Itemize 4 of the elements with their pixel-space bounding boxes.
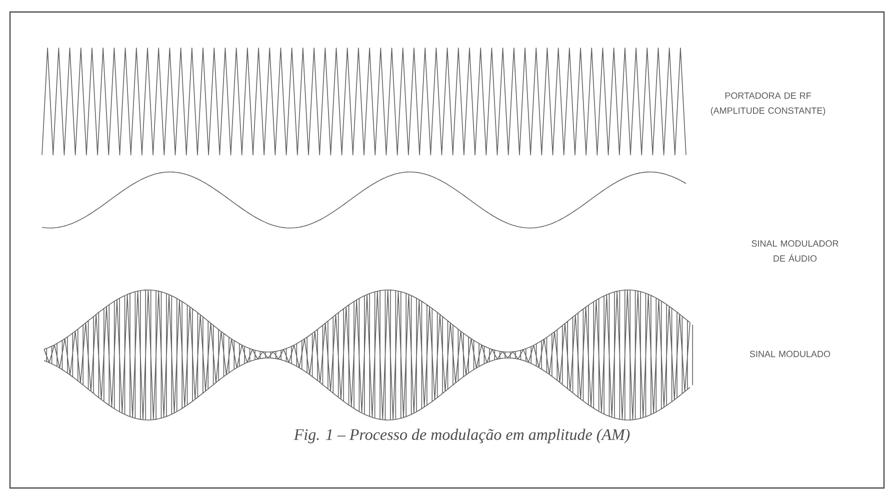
wave-label: SINAL MODULADOR DE ÁUDIO [752,240,838,262]
wave-label: PORTADORA DE RF (AMPLITUDE CONSTANTE) [710,92,826,116]
caption: Fig. 1 – Processo de modulação em amplitude (AM) [294,428,630,444]
wave-label: SINAL MODULADO [750,350,830,358]
